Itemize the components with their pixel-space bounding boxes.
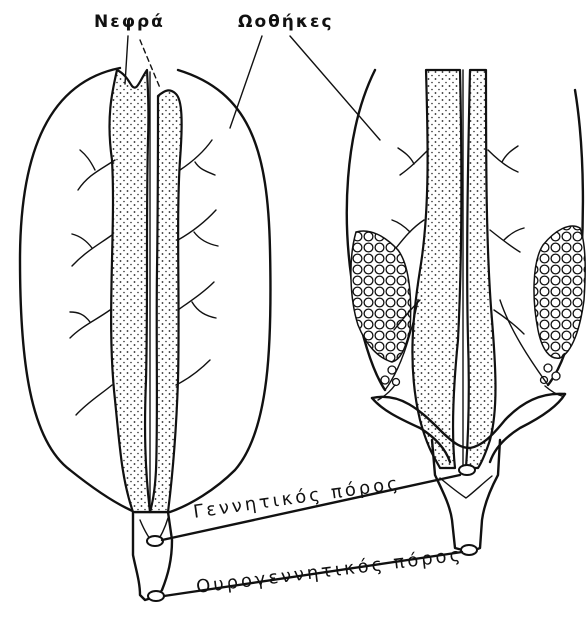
kidneys-label: Νεφρά	[94, 12, 165, 32]
right-kidney-left	[412, 70, 461, 468]
left-kidney-left	[109, 70, 150, 512]
right-kidney-right	[466, 70, 496, 468]
right-genital-opening	[459, 465, 475, 475]
left-kidney-right	[150, 90, 182, 512]
left-specimen	[20, 68, 271, 601]
left-duct	[133, 512, 172, 601]
ovaries-label: Ωοθήκες	[238, 12, 334, 32]
ovaries-leader-left	[230, 36, 262, 128]
left-egg-cluster	[351, 231, 411, 362]
left-urogenital-opening	[148, 591, 164, 601]
right-egg-cluster	[534, 226, 585, 358]
right-urogenital-opening	[461, 545, 477, 555]
left-genital-opening	[147, 536, 163, 546]
